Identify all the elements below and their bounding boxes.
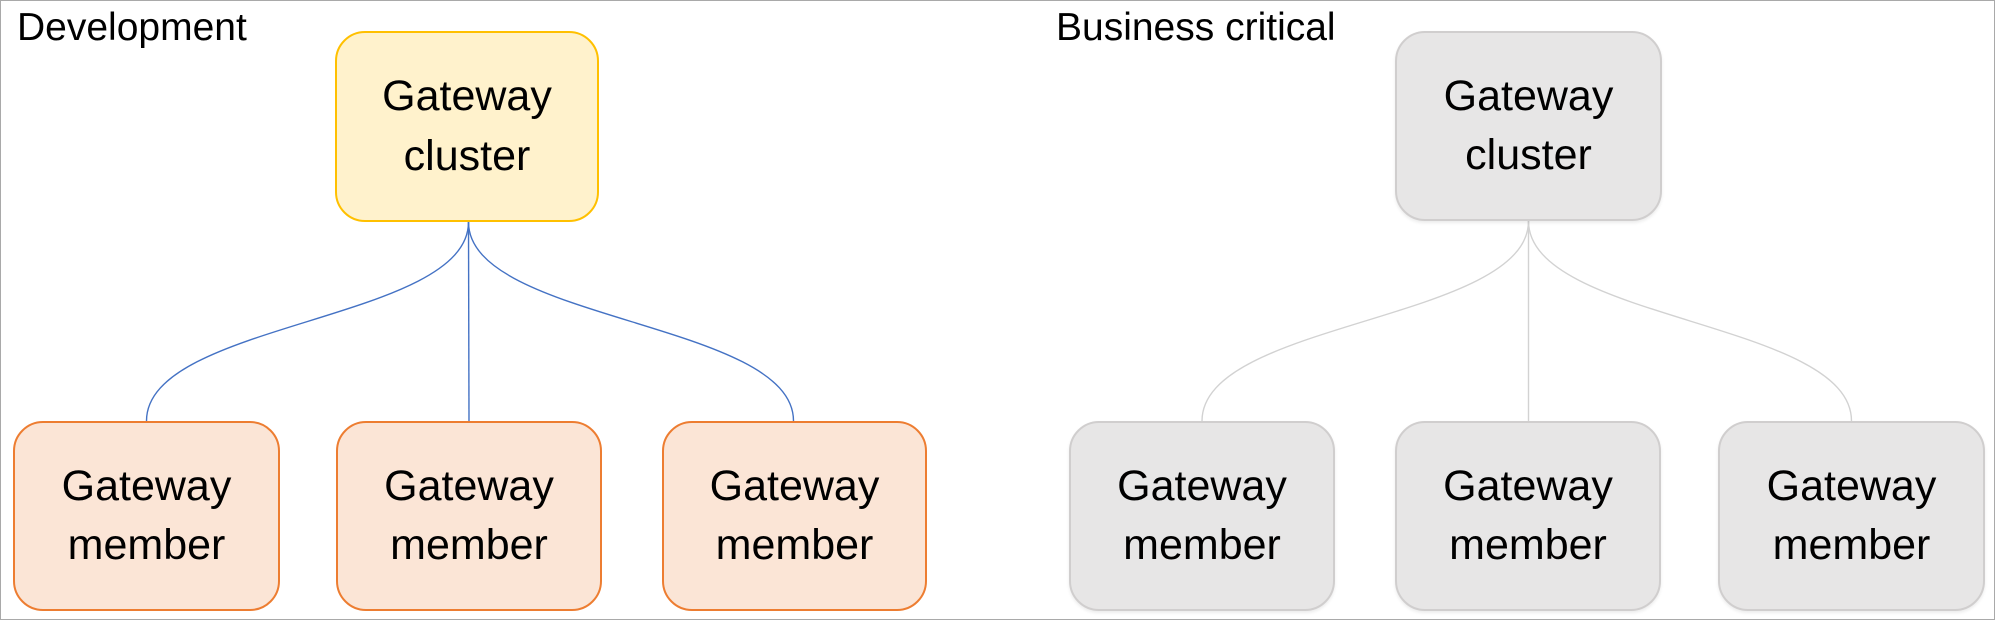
node-label: Gateway member <box>1443 461 1613 569</box>
node-gateway-member-development-2: Gateway member <box>336 421 602 611</box>
node-label: Gateway member <box>1766 461 1937 569</box>
node-label: Gateway member <box>1117 461 1287 569</box>
connector-dev-right <box>467 221 795 422</box>
node-gateway-cluster-business-critical: Gateway cluster <box>1395 31 1662 221</box>
connector-biz-right <box>1527 220 1853 422</box>
node-gateway-member-business-critical-3: Gateway member <box>1718 421 1985 611</box>
node-gateway-member-business-critical-1: Gateway member <box>1069 421 1335 611</box>
node-gateway-member-business-critical-2: Gateway member <box>1395 421 1661 611</box>
panel-title-development: Development <box>17 6 247 49</box>
connector-dev-middle <box>467 221 470 422</box>
node-gateway-member-development-3: Gateway member <box>662 421 927 611</box>
panel-title-business-critical: Business critical <box>1056 6 1336 49</box>
connector-biz-left <box>1201 220 1530 422</box>
node-label: Gateway member <box>384 461 554 569</box>
node-label: Gateway cluster <box>382 72 552 180</box>
node-gateway-member-development-1: Gateway member <box>13 421 280 611</box>
node-label: Gateway cluster <box>1443 71 1614 179</box>
node-gateway-cluster-development: Gateway cluster <box>335 31 599 222</box>
connector-dev-left <box>145 221 470 422</box>
node-label: Gateway member <box>709 461 880 569</box>
node-label: Gateway member <box>61 461 232 569</box>
